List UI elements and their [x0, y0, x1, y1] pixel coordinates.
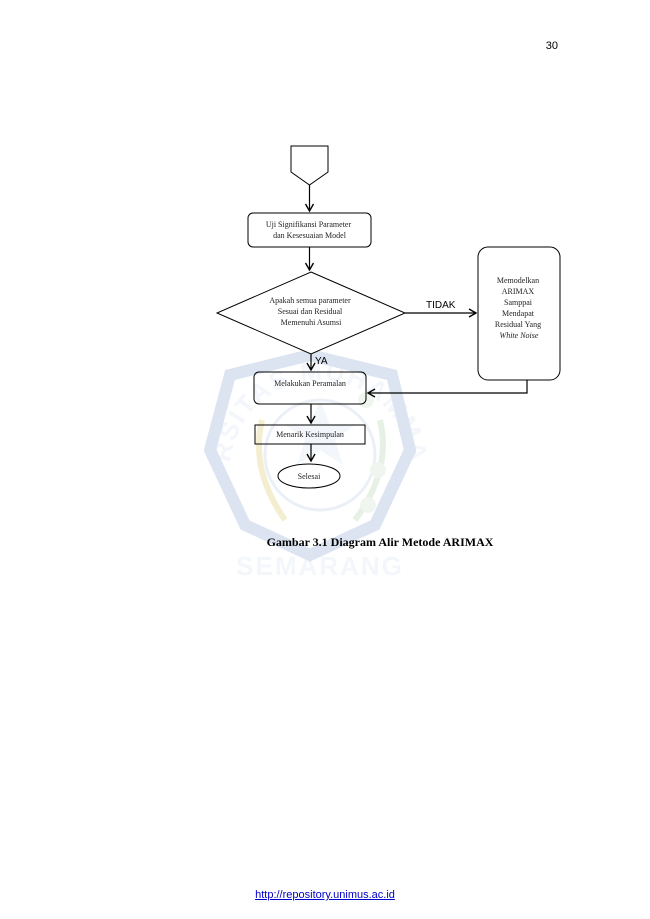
start-connector — [290, 145, 329, 186]
node-forecast — [253, 371, 367, 405]
edge-label-yes: YA — [315, 356, 328, 367]
edge-label-no: TIDAK — [426, 300, 456, 311]
node-end — [277, 463, 341, 489]
node-uji — [247, 212, 372, 248]
repository-link[interactable]: http://repository.unimus.ac.id — [255, 889, 395, 901]
node-uji-label: Uji Signifikansi Parameter dan Kesesuaia… — [266, 220, 353, 240]
watermark-logo: SEMARANG UNIVERSITAS MUHAMMADIYAH — [0, 0, 432, 581]
page-number: 30 — [545, 40, 558, 52]
node-conclusion-label: Menarik Kesimpulan — [276, 430, 344, 439]
node-decision-label: Apakah semua parameter Sesuai dan Residu… — [269, 296, 352, 327]
watermark-bottom-text: SEMARANG — [236, 551, 404, 581]
node-forecast-label: Melakukan Peramalan — [274, 379, 346, 388]
figure-caption: Gambar 3.1 Diagram Alir Metode ARIMAX — [266, 535, 494, 549]
node-end-label: Selesai — [298, 472, 321, 481]
node-remodel-label: Memodelkan ARIMAX Samppai Mendapat Resid… — [495, 276, 543, 340]
node-remodel — [477, 246, 561, 381]
node-conclusion — [254, 424, 366, 445]
arrow-remodel-to-forecast — [366, 380, 528, 398]
